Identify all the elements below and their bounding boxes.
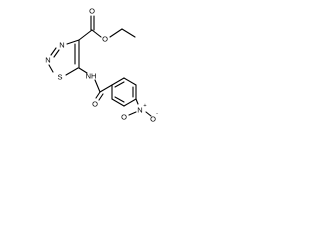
bond-ring-inner-c bbox=[114, 96, 125, 103]
atom-n3-ring: N bbox=[59, 41, 64, 50]
atom-n-nitro: N bbox=[137, 106, 142, 115]
bond-nitro-n-o-right bbox=[145, 111, 152, 117]
bond-nitro-n-o-left bbox=[128, 111, 137, 116]
bond-ring-nitro-n bbox=[135, 98, 139, 105]
atom-o-carbonyl-ester: O bbox=[89, 7, 95, 16]
atom-labels: O O N N S NH O O N + O - bbox=[45, 7, 158, 124]
atom-o-ester: O bbox=[102, 35, 108, 44]
bond-n2-s bbox=[48, 64, 54, 73]
bond-ring-1-2 bbox=[111, 77, 125, 86]
bond-n3-n2-1 bbox=[50, 47, 57, 56]
bond-nh-amide-c bbox=[94, 79, 101, 93]
bond-ester-c-o bbox=[91, 29, 102, 38]
bond-ch2-ch3 bbox=[121, 28, 136, 38]
bond-amide-c-o-double-1 bbox=[95, 91, 101, 99]
bond-c4-ester-c bbox=[78, 29, 93, 41]
chemical-structure: O O N N S NH O O N + O - bbox=[45, 7, 158, 124]
bond-ring-inner-a bbox=[114, 81, 125, 88]
bond-c5-nh bbox=[78, 67, 88, 74]
bond-amide-c-o-double-2 bbox=[98, 93, 104, 101]
atom-o-amide: O bbox=[92, 100, 98, 109]
bond-ring-2-3 bbox=[123, 77, 137, 86]
bond-n3-n2-2 bbox=[53, 49, 60, 58]
charge-plus-nitro: + bbox=[143, 103, 146, 109]
bond-ring-5-6 bbox=[111, 98, 125, 107]
bonds bbox=[48, 15, 152, 117]
charge-minus-nitro: - bbox=[156, 111, 158, 117]
bond-amide-c-ring bbox=[99, 84, 113, 93]
bond-o-ch2 bbox=[109, 28, 123, 38]
atom-s-ring: S bbox=[57, 73, 62, 82]
atom-o-nitro-right: O bbox=[150, 115, 156, 124]
bond-s-c5 bbox=[65, 67, 79, 76]
bond-ring-4-5 bbox=[123, 98, 137, 107]
atom-nh-amide: NH bbox=[86, 72, 97, 81]
atom-o-nitro-left: O bbox=[121, 113, 127, 122]
bond-c4-n3 bbox=[66, 39, 80, 45]
atom-n2-ring: N bbox=[45, 56, 50, 65]
